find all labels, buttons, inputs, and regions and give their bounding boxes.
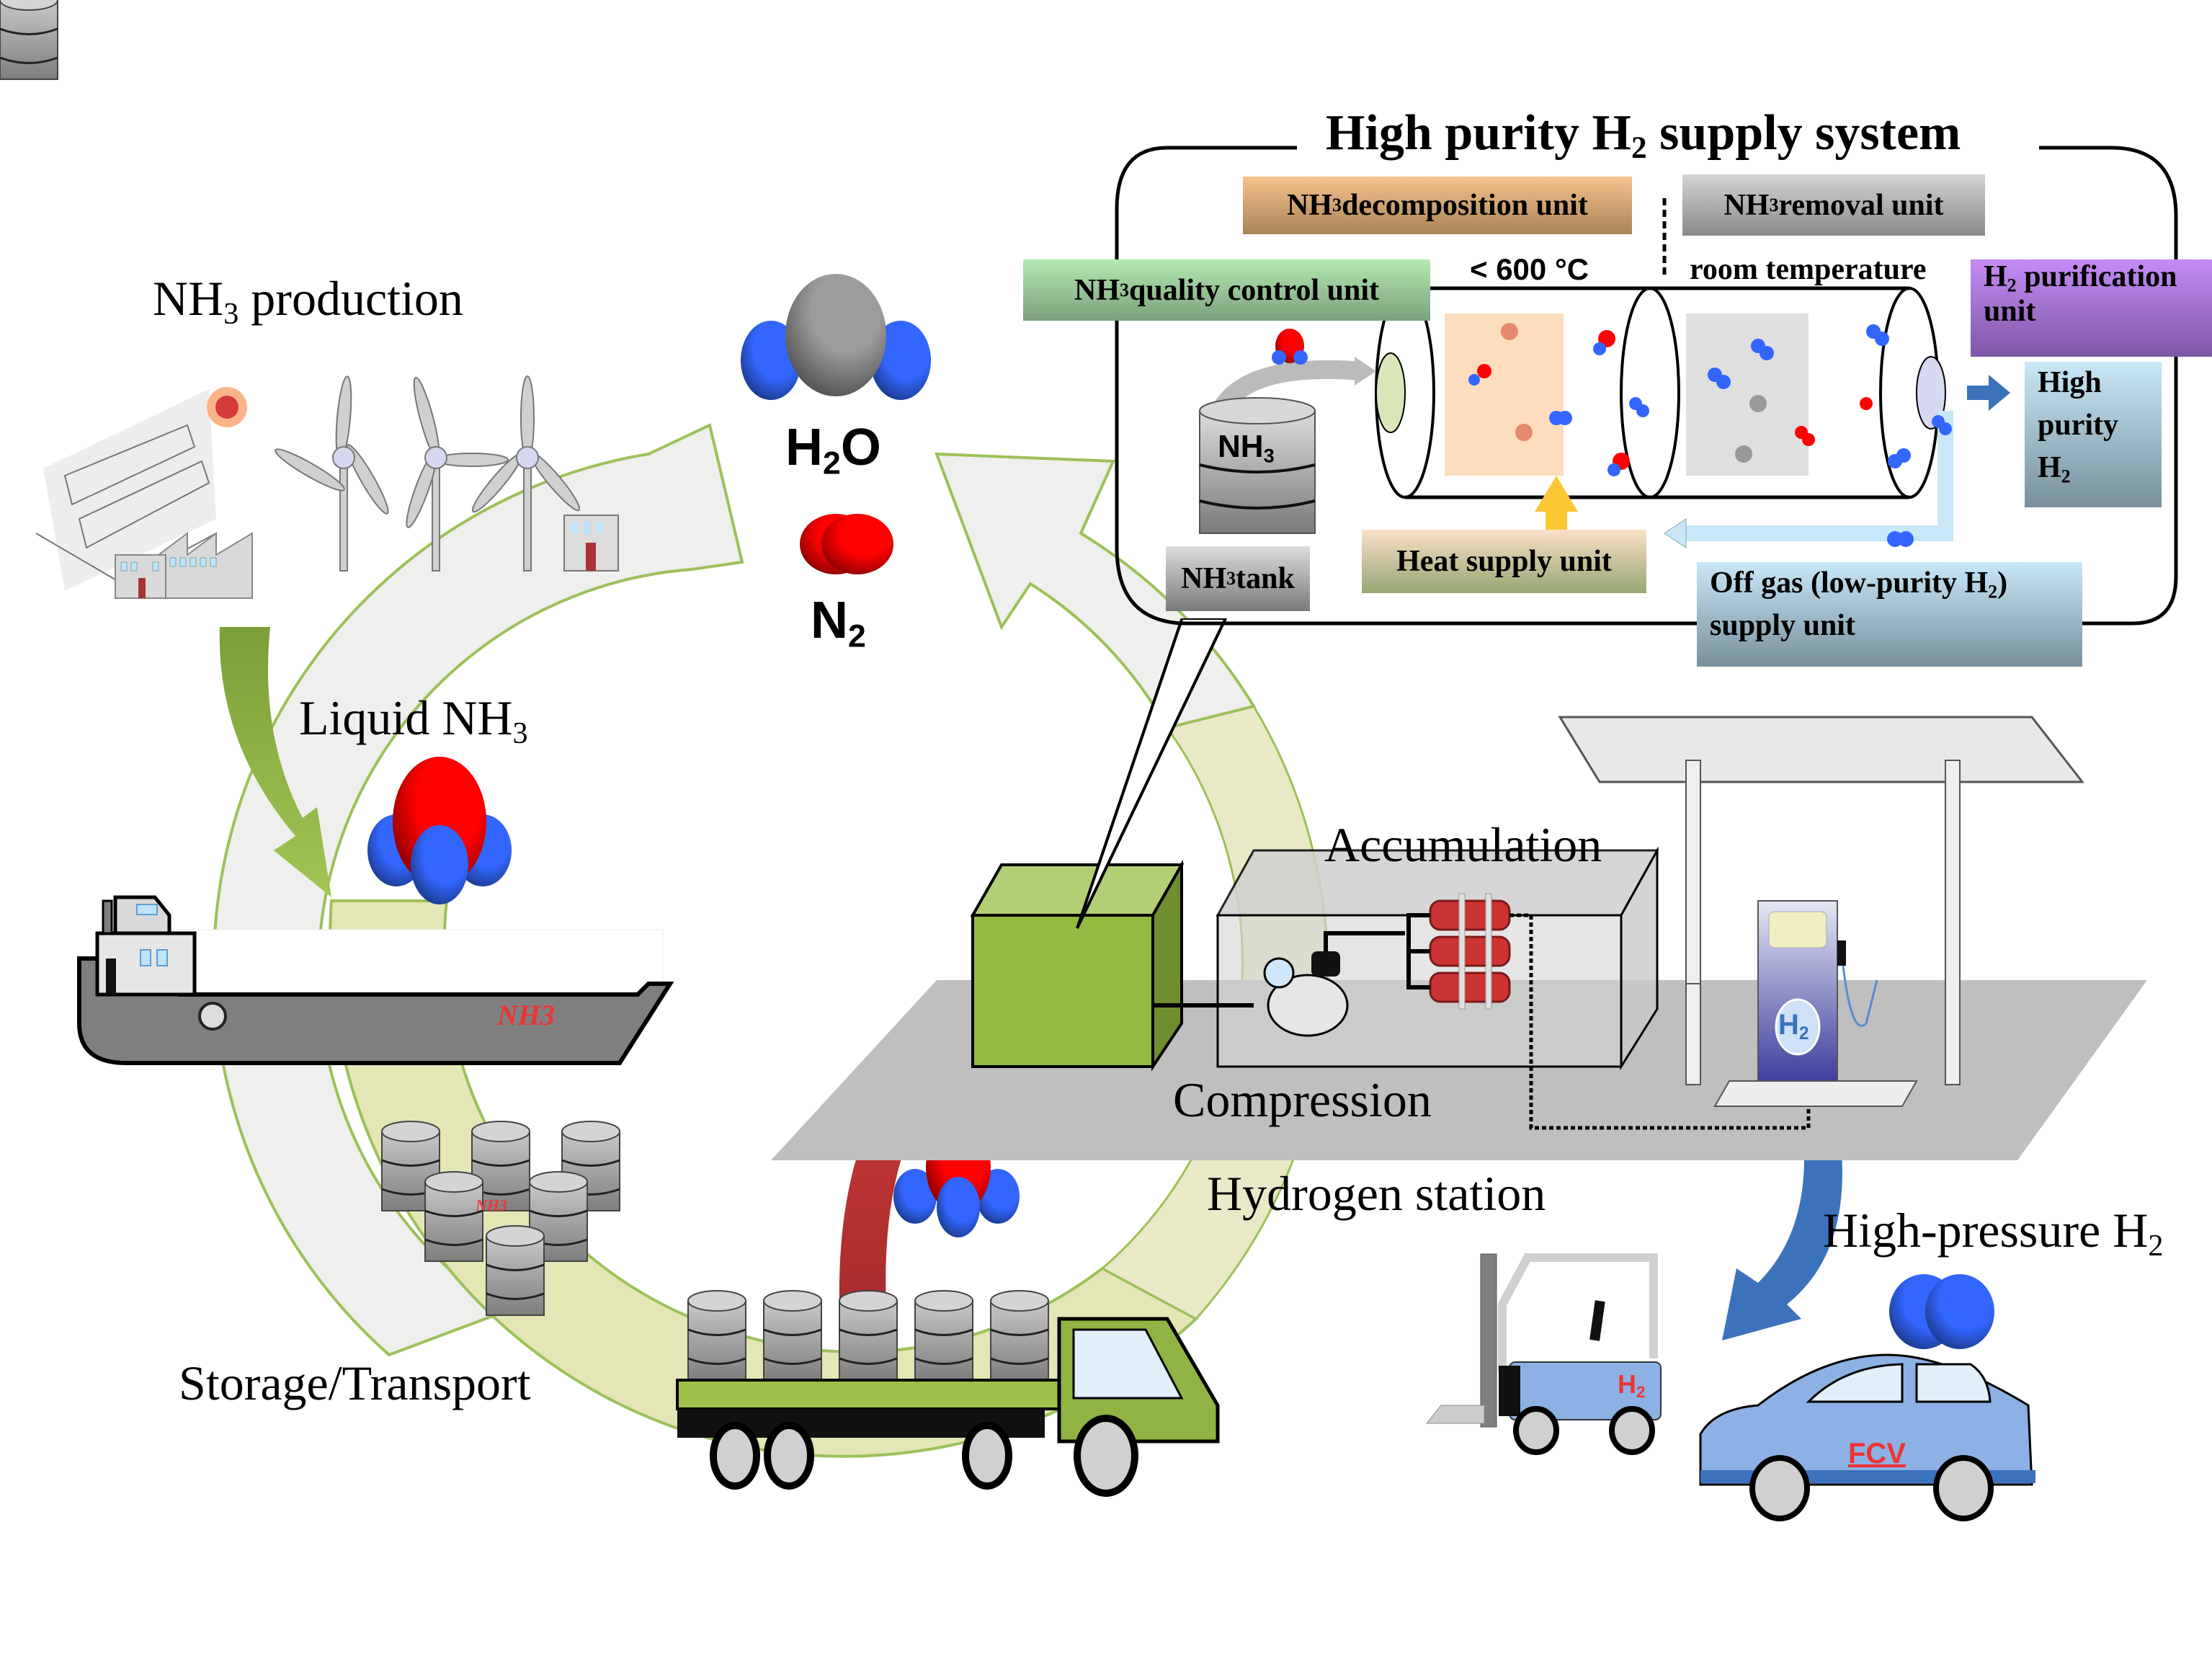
h2-supply-unit-box [970, 859, 1185, 1072]
blue-flow-arrow [1722, 1117, 1842, 1340]
hydrogen-dispenser [1713, 900, 1918, 1107]
purification-unit-box [1971, 259, 2212, 357]
ship-icon [77, 895, 674, 1065]
supply-system-title: High purity H2 supply system [1326, 105, 1961, 166]
temperature-hot-label: < 600 °C [1470, 252, 1589, 286]
truck-icon [676, 1289, 1220, 1497]
off-gas-unit-box [1697, 562, 2082, 667]
temperature-room-label: room temperature [1690, 253, 1927, 286]
reactor-cylinder [1205, 286, 2010, 548]
forklift-icon [1425, 1253, 1662, 1455]
tank-text: NH3 [1218, 429, 1275, 467]
label-h2o: H2O [785, 419, 881, 481]
ship-nh3-badge: NH3 [497, 999, 555, 1031]
quality-control-unit-box [1023, 259, 1430, 321]
barrel-stack-icon [0, 0, 621, 1317]
label-n2: N2 [811, 592, 866, 654]
label-compression: Compression [1173, 1072, 1432, 1127]
fcv-car-icon [1699, 1353, 2035, 1521]
nh3-molecule-liquid [367, 757, 512, 904]
high-purity-unit-box [2025, 362, 2162, 507]
n2-molecule [800, 514, 893, 574]
off-gas-unit-label: Off gas (low-purity H2) supply unit [1710, 566, 2008, 642]
label-high-pressure-h2: High-pressure H2 [1823, 1203, 2164, 1263]
label-nh3-production: NH3 production [153, 271, 463, 331]
red-flow-arrow [839, 991, 1016, 1304]
label-accumulation: Accumulation [1324, 817, 1602, 872]
decomposition-unit-box [1243, 177, 1632, 234]
heat-supply-unit-box [1362, 530, 1646, 593]
dispenser-h2-badge: H2 [1778, 1009, 1809, 1044]
purification-unit-label: H2 purification unit [1984, 260, 2177, 328]
h2-molecule [1889, 1274, 1994, 1349]
heat-supply-unit-label: Heat supply unit [1396, 545, 1612, 578]
small-building-icon [563, 515, 619, 571]
label-storage-transport: Storage/Transport [179, 1356, 531, 1410]
nitrogen-byproduct-molecule [741, 274, 931, 400]
label-liquid-nh3: Liquid NH3 [299, 690, 528, 750]
wind-turbines-icon [275, 375, 581, 571]
fcv-badge: FCV [1848, 1438, 1906, 1469]
callout-bubble [1115, 146, 2178, 626]
factory-icon [115, 532, 253, 599]
nh3-tank-icon [1199, 397, 1316, 534]
compression-accumulation-box [1153, 846, 1811, 1130]
green-flow-arrow [219, 627, 331, 897]
removal-unit-box [1682, 174, 1985, 236]
tank-unit-box [1166, 546, 1310, 611]
fueling-canopy [1558, 716, 2085, 1085]
high-purity-h2-label: High purity H2 [2038, 366, 2119, 486]
barrel-nh3-badge: NH3 [476, 1196, 507, 1214]
label-hydrogen-station: Hydrogen station [1207, 1166, 1546, 1221]
solar-collector-icon [35, 387, 247, 591]
forklift-h2-badge: H2 [1618, 1369, 1646, 1402]
